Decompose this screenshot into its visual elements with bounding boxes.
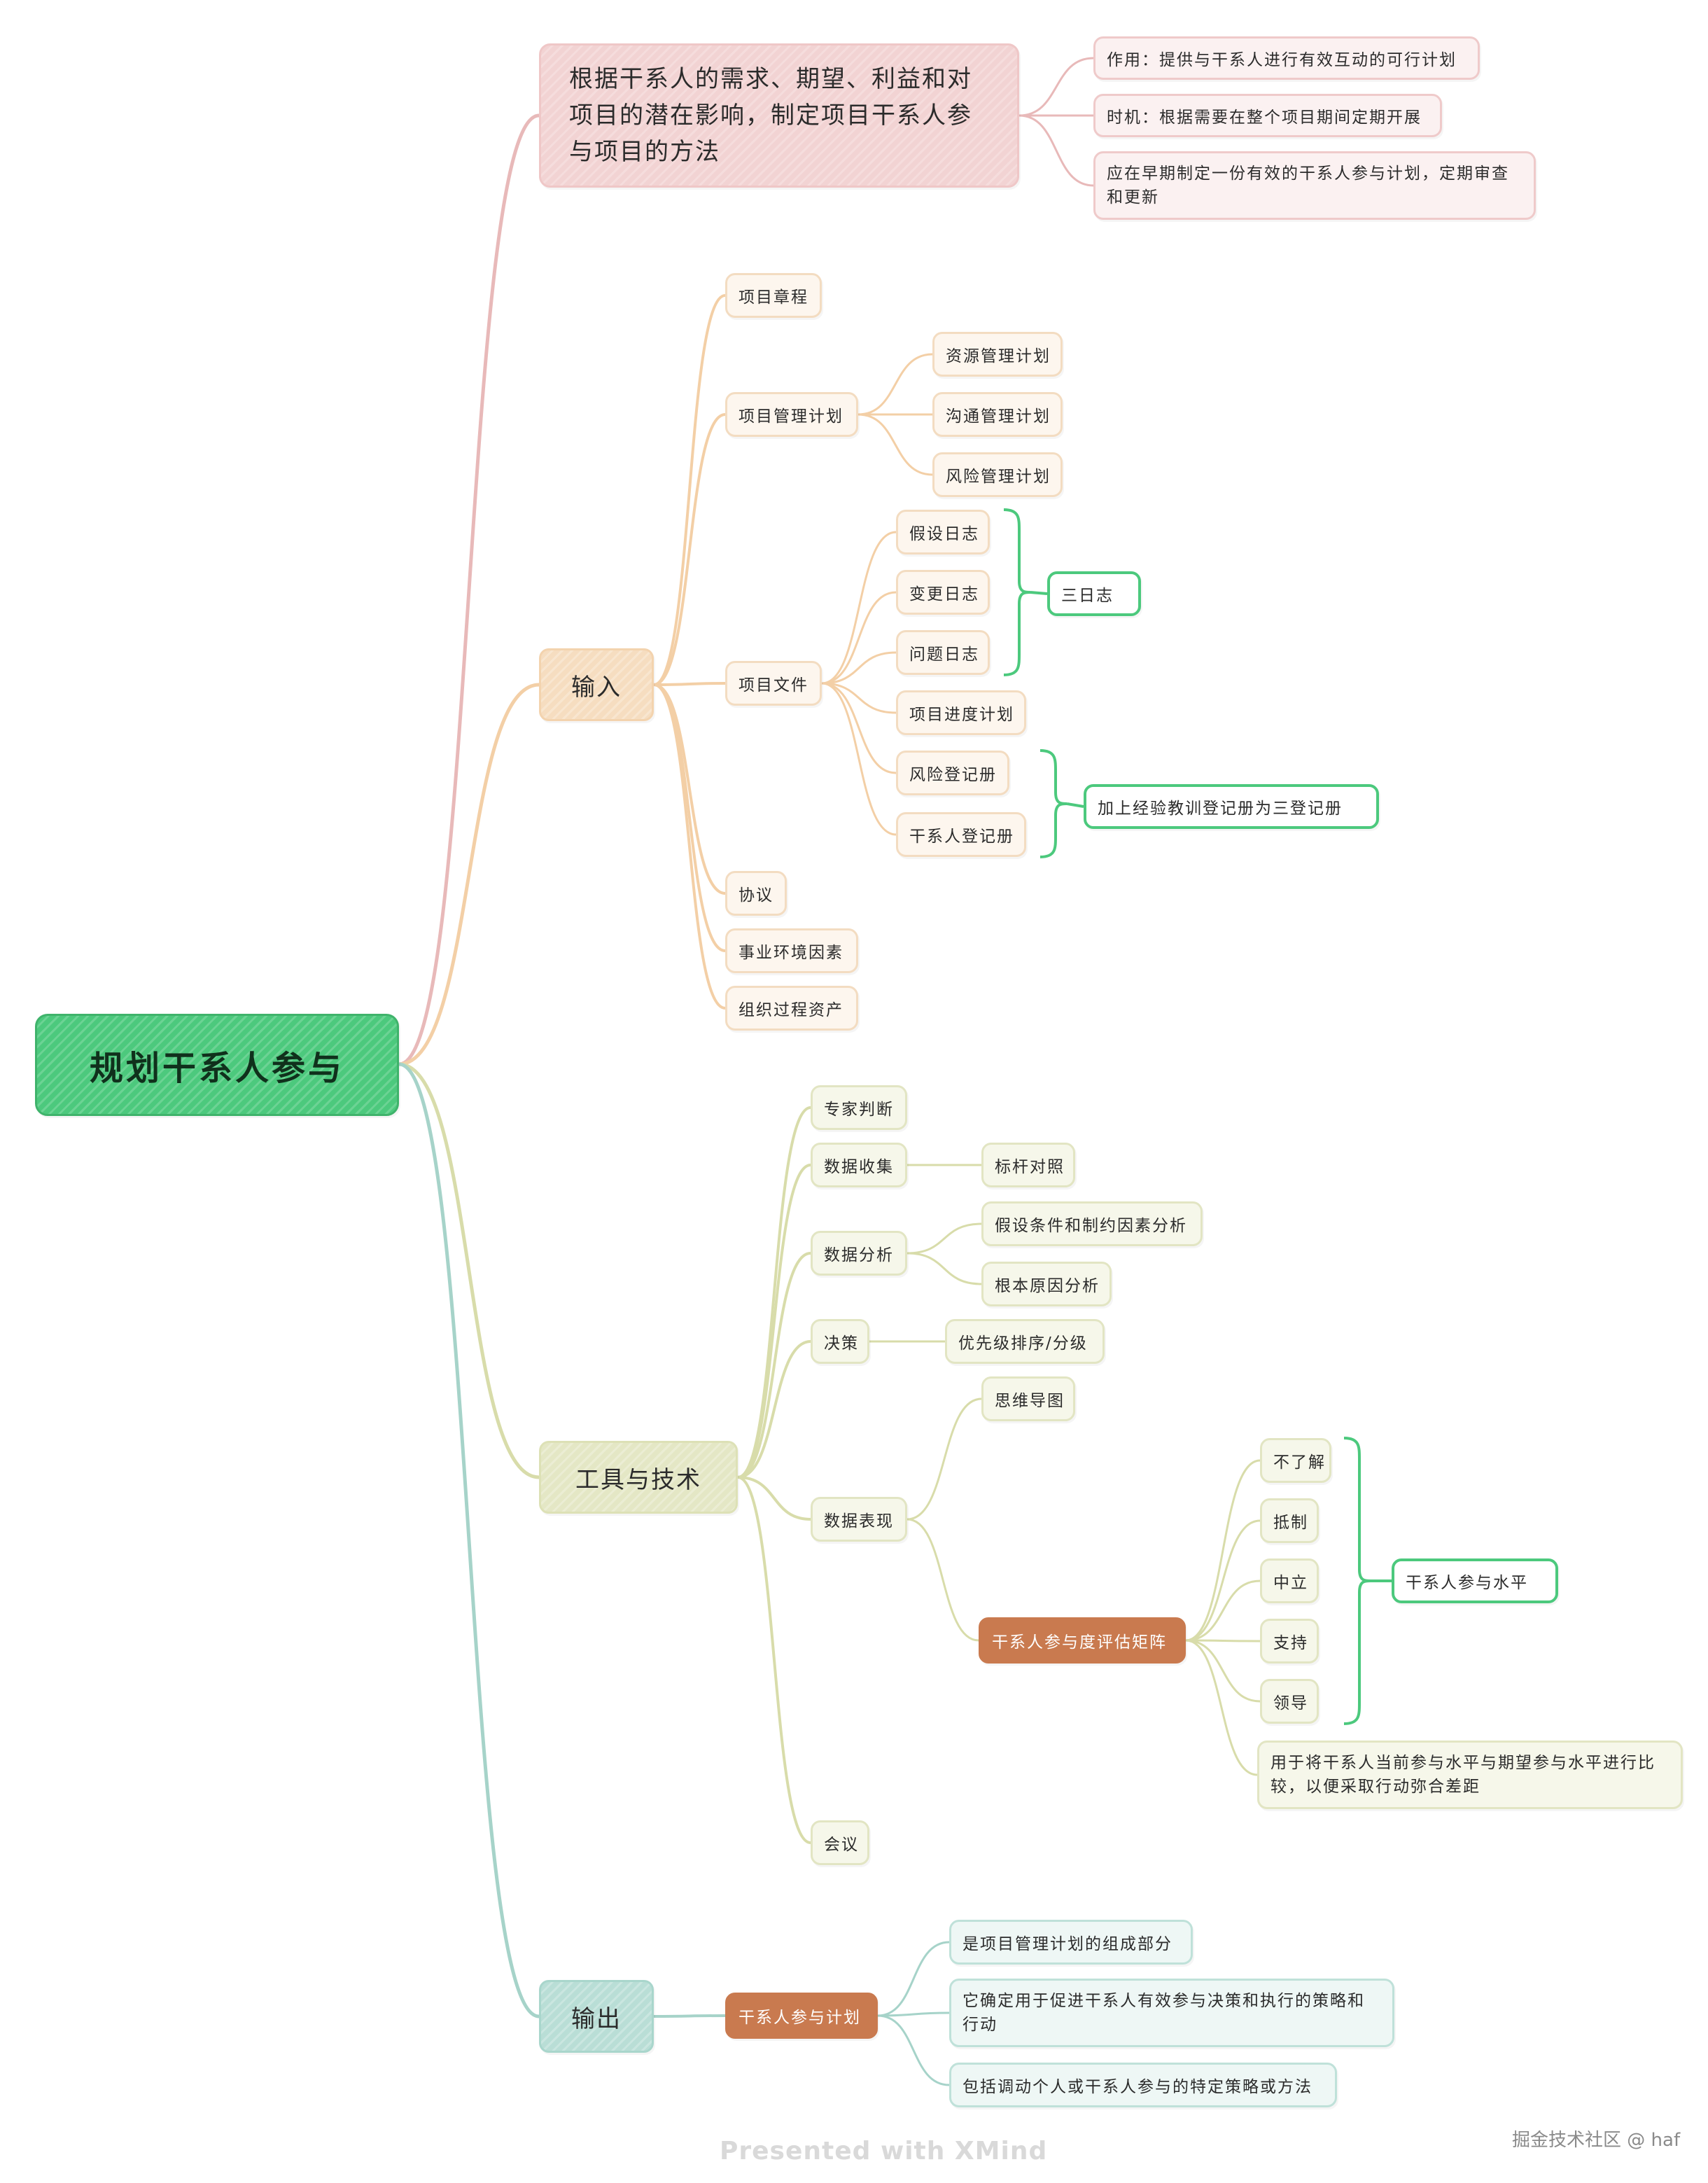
- level-unaware[interactable]: 不了解: [1260, 1438, 1331, 1483]
- link-matrix-child: [1184, 1579, 1261, 1642]
- link-matrix-child: [1184, 1639, 1261, 1643]
- brace-engagement-levels: [1343, 1437, 1371, 1725]
- tool-data-gathering[interactable]: 数据收集: [811, 1143, 907, 1187]
- level-neutral[interactable]: 中立: [1260, 1558, 1319, 1603]
- link-matrix-child: [1184, 1639, 1261, 1703]
- input-agreements[interactable]: 协议: [725, 871, 787, 916]
- matrix-purpose-note[interactable]: 用于将干系人当前参与水平与期望参与水平进行比较，以便采取行动弥合差距: [1257, 1741, 1683, 1809]
- link-docs-child: [820, 682, 897, 836]
- level-leading[interactable]: 领导: [1260, 1679, 1319, 1724]
- summary-three-registers[interactable]: 加上经验教训登记册为三登记册: [1084, 784, 1379, 829]
- data-analysis-assumptions[interactable]: 假设条件和制约因素分析: [981, 1201, 1203, 1246]
- source-credit: 掘金技术社区 @ haf: [1512, 2130, 1681, 2151]
- link-root-definition: [397, 113, 541, 1066]
- link-matrix-child: [1184, 1639, 1259, 1776]
- link-plan-child: [876, 2011, 951, 2017]
- engagement-assessment-matrix[interactable]: 干系人参与度评估矩阵: [979, 1617, 1186, 1664]
- link-tools-child: [736, 1106, 812, 1479]
- doc-issue-log[interactable]: 问题日志: [896, 630, 990, 675]
- link-root-tools: [397, 1062, 541, 1479]
- tool-expert-judgment[interactable]: 专家判断: [811, 1085, 907, 1130]
- link-root-outputs: [397, 1062, 541, 2018]
- output-engagement-plan[interactable]: 干系人参与计划: [725, 1993, 878, 2039]
- link-analysis-child: [906, 1222, 983, 1255]
- input-project-charter[interactable]: 项目章程: [725, 273, 822, 318]
- link-representation-child: [906, 1518, 980, 1642]
- plan-detail-component[interactable]: 是项目管理计划的组成部分: [949, 1920, 1193, 1965]
- link-tools-child: [736, 1476, 812, 1844]
- plan-detail-strategies[interactable]: 它确定用于促进干系人有效参与决策和执行的策略和行动: [949, 1979, 1394, 2047]
- link-definition-detail: [1018, 57, 1095, 117]
- xmind-watermark: Presented with XMind: [720, 2137, 1048, 2165]
- link-inputs-child: [652, 683, 727, 1010]
- link-docs-child: [820, 682, 897, 714]
- link-tools-child: [736, 1164, 812, 1479]
- link-matrix-child: [1184, 1459, 1261, 1642]
- input-pm-plan[interactable]: 项目管理计划: [725, 392, 858, 437]
- link-inputs-child: [652, 683, 727, 952]
- doc-assumption-log[interactable]: 假设日志: [896, 510, 990, 555]
- link-inputs-child: [652, 413, 727, 686]
- link-tools-child: [736, 1252, 812, 1479]
- brace-three-logs-link: [1030, 591, 1048, 595]
- link-matrix-child: [1184, 1519, 1261, 1642]
- pm-plan-risk[interactable]: 风险管理计划: [932, 452, 1063, 497]
- input-project-documents[interactable]: 项目文件: [725, 661, 822, 706]
- link-docs-child: [820, 651, 897, 685]
- link-pmplan-child: [857, 413, 934, 476]
- link-tools-child: [736, 1340, 812, 1479]
- link-inputs-child: [652, 682, 727, 686]
- brace-three-registers: [1040, 749, 1068, 858]
- data-representation-mind-map[interactable]: 思维导图: [981, 1376, 1075, 1421]
- tool-decision-making[interactable]: 决策: [811, 1319, 869, 1364]
- definition-detail-review[interactable]: 应在早期制定一份有效的干系人参与计划，定期审查和更新: [1093, 151, 1536, 220]
- definition-topic[interactable]: 根据干系人的需求、期望、利益和对项目的潜在影响，制定项目干系人参与项目的方法: [539, 43, 1019, 188]
- link-pmplan-child: [857, 353, 934, 416]
- link-root-inputs: [397, 683, 541, 1066]
- outputs-topic[interactable]: 输出: [539, 1980, 654, 2053]
- brace-three-logs: [1003, 508, 1031, 676]
- link-analysis-child: [906, 1252, 983, 1285]
- link-docs-child: [820, 682, 897, 774]
- definition-detail-timing[interactable]: 时机：根据需要在整个项目期间定期开展: [1093, 94, 1442, 137]
- input-opa[interactable]: 组织过程资产: [725, 986, 858, 1031]
- plan-detail-approach[interactable]: 包括调动个人或干系人参与的特定策略或方法: [949, 2063, 1337, 2107]
- brace-three-registers-link: [1066, 802, 1084, 808]
- tool-data-analysis[interactable]: 数据分析: [811, 1231, 907, 1276]
- link-plan-child: [876, 1941, 951, 2017]
- doc-risk-register[interactable]: 风险登记册: [896, 751, 1009, 795]
- inputs-topic[interactable]: 输入: [539, 648, 654, 721]
- link-tools-child: [736, 1476, 812, 1521]
- data-analysis-root-cause[interactable]: 根本原因分析: [981, 1262, 1112, 1306]
- definition-detail-role[interactable]: 作用：提供与干系人进行有效互动的可行计划: [1093, 36, 1480, 80]
- data-gathering-benchmarking[interactable]: 标杆对照: [981, 1143, 1075, 1187]
- pm-plan-communication[interactable]: 沟通管理计划: [932, 392, 1063, 437]
- pm-plan-resource[interactable]: 资源管理计划: [932, 332, 1063, 377]
- link-docs-child: [820, 531, 897, 685]
- link-plan-child: [876, 2014, 951, 2086]
- link-docs-child: [820, 591, 897, 685]
- doc-stakeholder-register[interactable]: 干系人登记册: [896, 812, 1026, 857]
- summary-engagement-levels[interactable]: 干系人参与水平: [1392, 1558, 1558, 1603]
- input-eef[interactable]: 事业环境因素: [725, 928, 858, 973]
- doc-change-log[interactable]: 变更日志: [896, 570, 990, 615]
- link-representation-child: [906, 1397, 983, 1521]
- level-resistant[interactable]: 抵制: [1260, 1498, 1319, 1543]
- level-supportive[interactable]: 支持: [1260, 1619, 1319, 1664]
- tool-meetings[interactable]: 会议: [811, 1820, 869, 1865]
- tool-data-representation[interactable]: 数据表现: [811, 1497, 907, 1542]
- link-inputs-child: [652, 683, 727, 895]
- decision-prioritization[interactable]: 优先级排序/分级: [945, 1319, 1105, 1364]
- link-inputs-child: [652, 294, 727, 686]
- doc-schedule[interactable]: 项目进度计划: [896, 690, 1026, 735]
- link-definition-detail: [1018, 114, 1095, 187]
- summary-three-logs[interactable]: 三日志: [1047, 571, 1141, 616]
- tools-topic[interactable]: 工具与技术: [539, 1441, 738, 1514]
- root-topic[interactable]: 规划干系人参与: [35, 1014, 399, 1116]
